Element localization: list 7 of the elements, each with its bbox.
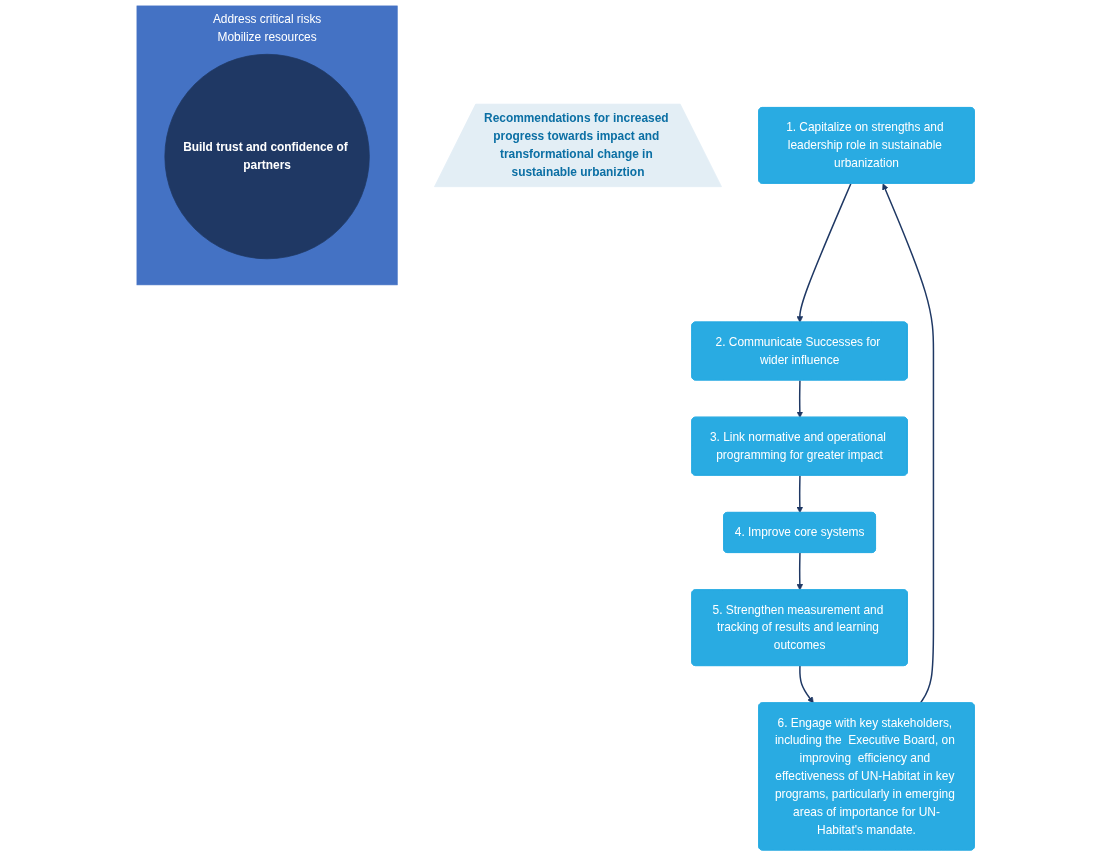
arrow (796, 552, 804, 591)
arrow (796, 474, 804, 514)
arrow (799, 665, 815, 704)
node-circle: Build trust and confidence of partners (164, 53, 371, 260)
arrow (796, 182, 852, 323)
arrow (882, 183, 935, 704)
arrow (796, 379, 804, 418)
